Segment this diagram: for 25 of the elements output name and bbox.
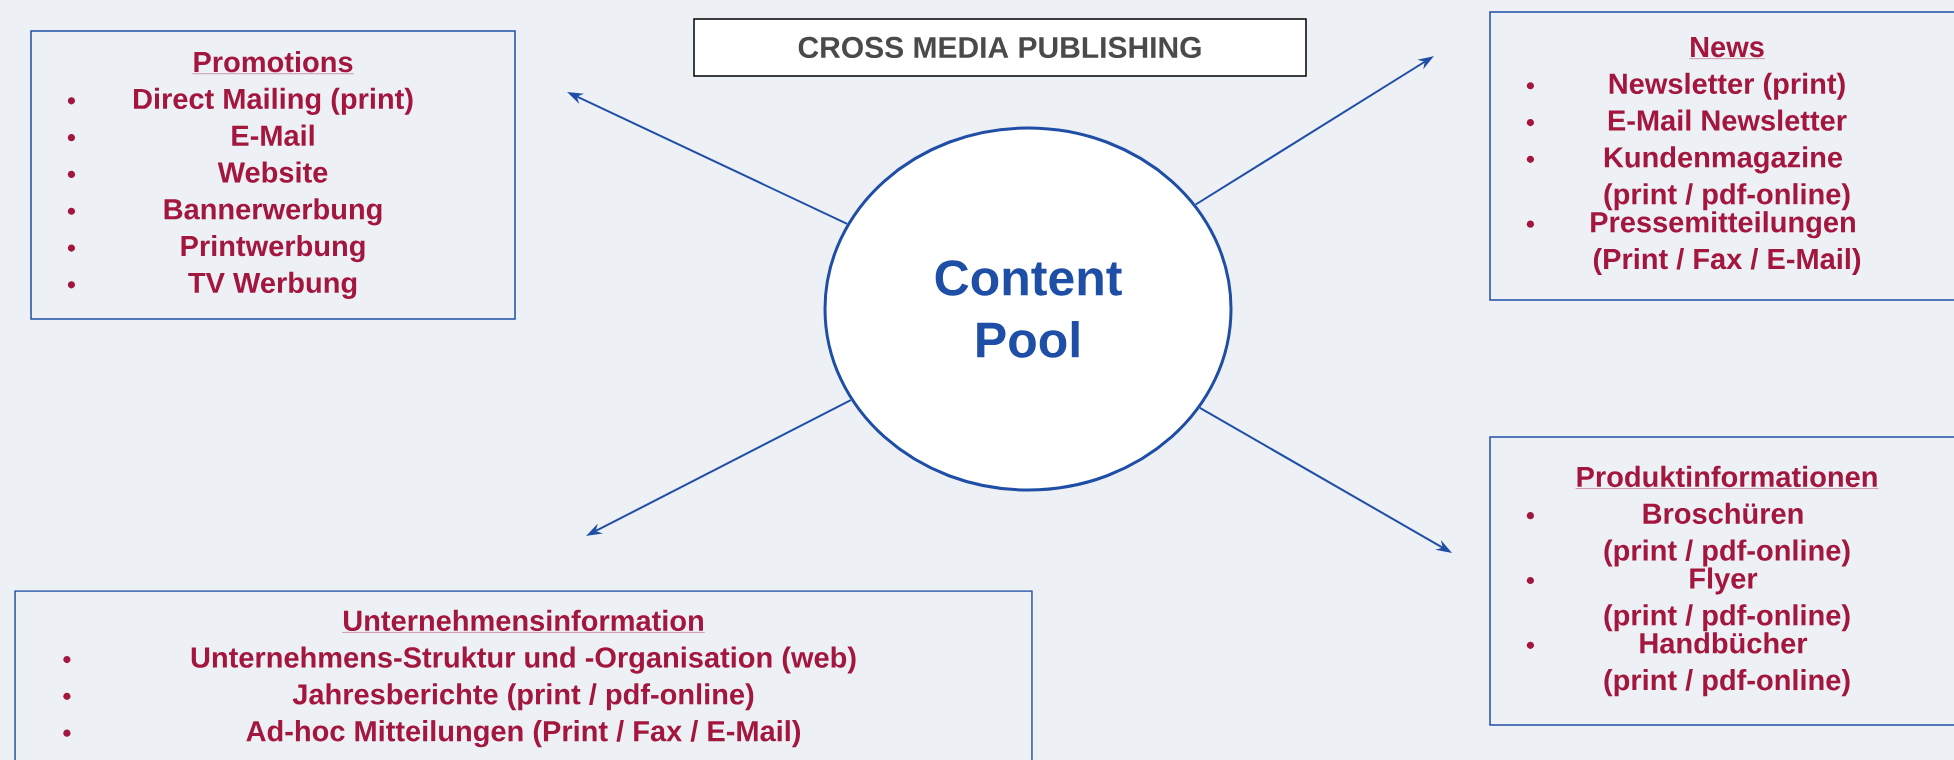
list-item: Newsletter (print): [1609, 72, 1845, 100]
list-item: Broschüren (print / pdf-online): [1604, 502, 1850, 567]
list-item: Jahresberichte (print / pdf-online): [292, 683, 754, 711]
list-item: Unternehmens-Struktur und -Organisation (web): [191, 646, 856, 674]
list-item: Ad-hoc Mitteilungen (Print / Fax / E-Mail): [246, 720, 800, 748]
list-box: [1489, 436, 1954, 726]
heading: Produktinformationen: [1575, 465, 1879, 489]
heading: News: [1688, 37, 1766, 59]
list-item: Direct Mailing (print): [134, 87, 413, 115]
heading: Promotions: [192, 51, 354, 74]
list-item: Pressemitteilungen (Print / Fax / E-Mail): [1591, 211, 1861, 275]
list-item: Bannerwerbung: [164, 198, 382, 226]
list-box: [1489, 11, 1954, 301]
list-item: Website: [217, 161, 328, 183]
list-box: [30, 30, 516, 320]
list-item: Handbücher (print / pdf-online): [1604, 632, 1850, 697]
list-item: Printwerbung: [181, 235, 365, 263]
list-item: TV Werbung: [188, 271, 357, 299]
heading: Unternehmensinformation: [342, 609, 705, 633]
list-item: E-Mail Newsletter: [1608, 109, 1847, 131]
list-item: Kundenmagazine (print / pdf-online): [1604, 146, 1850, 211]
list-box: [14, 590, 1033, 760]
list-item: E-Mail: [232, 124, 314, 146]
title-box: CROSS MEDIA PUBLISHING: [693, 18, 1307, 77]
list-item: Flyer (print / pdf-online): [1604, 567, 1850, 632]
